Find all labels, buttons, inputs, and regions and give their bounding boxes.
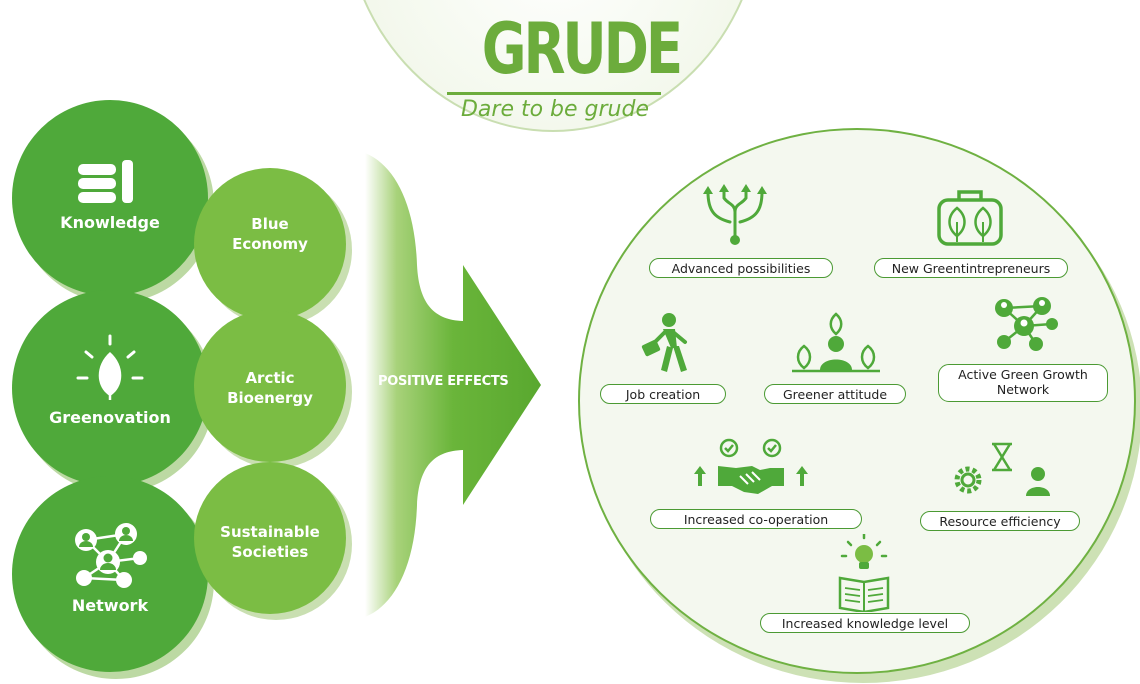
connected-people-icon (995, 297, 1058, 351)
pillar-knowledge: Knowledge (12, 100, 208, 296)
effect-label-increased-knowledge-level: Increased knowledge level (760, 613, 970, 633)
theme-label-line1: Sustainable (220, 523, 320, 541)
pillar-greenovation: Greenovation (12, 290, 208, 486)
effect-label-increased-co-operation: Increased co-operation (650, 509, 862, 529)
brand-title: GRUDE (481, 8, 683, 90)
brand-tagline: Dare to be grude (460, 97, 650, 122)
positive-effects-arrow (365, 153, 541, 617)
branching-arrows-icon (703, 184, 767, 245)
arrow-label: POSITIVE EFFECTS (378, 374, 509, 389)
theme-arctic-bioenergy: Arctic Bioenergy (194, 310, 346, 462)
effect-label-job-creation: Job creation (600, 384, 726, 404)
theme-label-line2: Societies (231, 543, 309, 561)
theme-label-line2: Bioenergy (227, 389, 313, 407)
person-with-plants-icon (792, 312, 880, 373)
leaf-briefcase-icon (937, 190, 1003, 246)
pillar-network: Network (12, 476, 208, 672)
theme-label-line2: Economy (232, 235, 308, 253)
pillar-label: Greenovation (49, 408, 171, 427)
effect-label-new-greentintrepreneurs: New Greentintrepreneurs (874, 258, 1068, 278)
handshake-icon (694, 438, 808, 494)
pillar-label: Network (71, 596, 149, 615)
lightbulb-book-icon (838, 534, 890, 612)
people-network-icon (75, 523, 147, 588)
effect-label-advanced-possibilities: Advanced possibilities (649, 258, 833, 278)
effect-label-resource-efficiency: Resource efficiency (920, 511, 1080, 531)
theme-blue-economy: Blue Economy (194, 168, 346, 320)
theme-label-line1: Blue (251, 215, 289, 233)
gear-hourglass-person-icon (954, 442, 1050, 496)
pillar-label: Knowledge (60, 213, 160, 232)
effect-label-greener-attitude: Greener attitude (764, 384, 906, 404)
effect-label-active-green-growth-network: Active Green Growth Network (938, 364, 1108, 402)
brand-divider (447, 92, 661, 95)
leaf-idea-icon (76, 334, 144, 400)
theme-label-line1: Arctic (245, 369, 295, 387)
walking-businessman-icon (641, 313, 687, 372)
books-icon (78, 160, 133, 203)
theme-sustainable-societies: Sustainable Societies (194, 462, 346, 614)
